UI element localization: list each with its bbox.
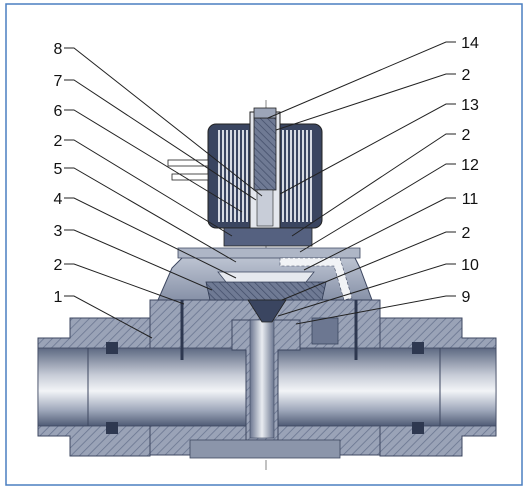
solenoid-coil: [167, 107, 323, 247]
label-2-right-a: 2: [462, 67, 471, 84]
label-3: 3: [54, 223, 63, 240]
label-6: 6: [54, 103, 63, 120]
leader-lines: [64, 41, 456, 339]
label-12: 12: [461, 157, 479, 174]
label-4: 4: [54, 191, 63, 208]
right-labels: 14 2 13 2 12 11 2 10 9: [461, 35, 479, 306]
label-8: 8: [54, 41, 63, 58]
label-2-left-b: 2: [54, 257, 63, 274]
left-labels: 8 7 6 2 5 4 3 2 1: [54, 41, 63, 306]
label-14: 14: [461, 35, 479, 52]
label-11: 11: [462, 191, 479, 208]
label-2-left-a: 2: [54, 133, 63, 150]
label-9: 9: [462, 289, 471, 306]
label-13: 13: [461, 97, 479, 114]
label-2-right-b: 2: [462, 127, 471, 144]
label-10: 10: [461, 257, 479, 274]
label-2-right-c: 2: [462, 225, 471, 242]
valve-body: [37, 299, 497, 459]
label-5: 5: [54, 161, 63, 178]
label-1: 1: [54, 289, 63, 306]
label-7: 7: [54, 73, 63, 90]
